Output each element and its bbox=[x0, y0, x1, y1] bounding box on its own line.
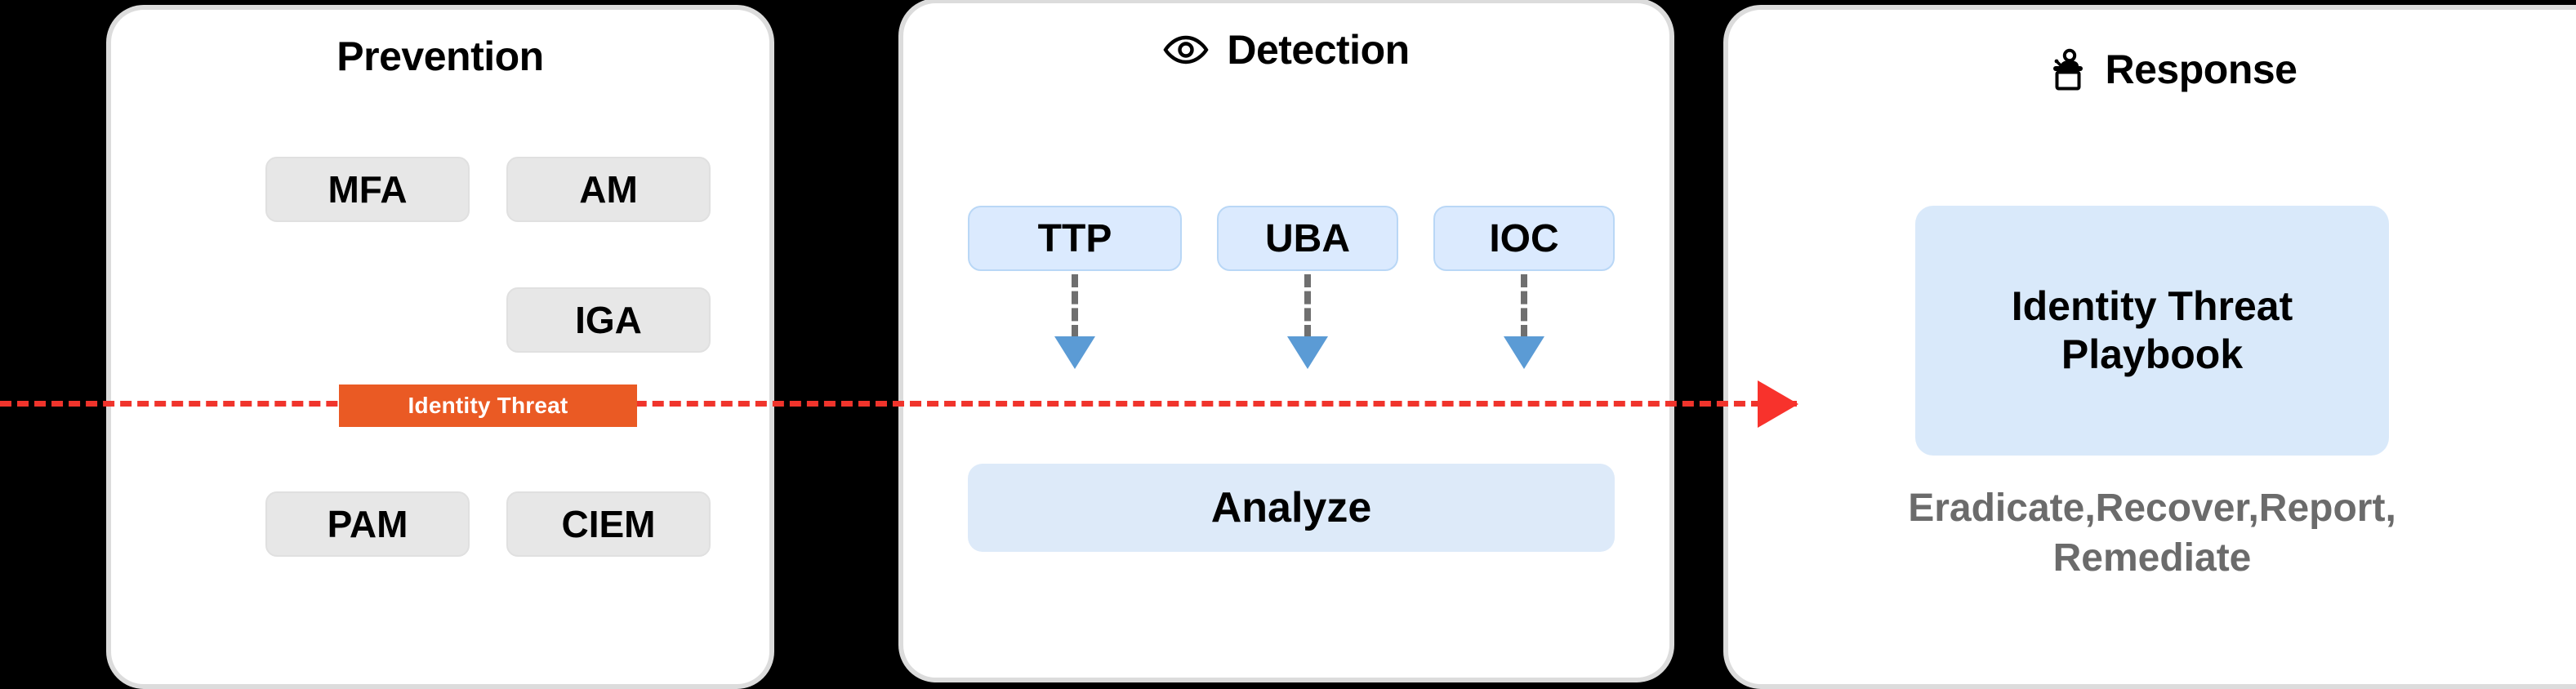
arrow-stem bbox=[1521, 274, 1527, 338]
panel-response-title-text: Response bbox=[2105, 47, 2297, 92]
chip-ciem[interactable]: CIEM bbox=[506, 491, 711, 557]
signal-box-ttp-label: TTP bbox=[1037, 216, 1112, 260]
panel-prevention-title-text: Prevention bbox=[336, 33, 544, 79]
arrow-stem bbox=[1304, 274, 1311, 338]
panel-detection-title: Detection bbox=[903, 26, 1669, 73]
eye-icon bbox=[1163, 33, 1209, 66]
chip-pam-label: PAM bbox=[327, 503, 408, 545]
arrow-stem bbox=[1072, 274, 1078, 338]
analyze-box-label: Analyze bbox=[1210, 484, 1372, 531]
signal-box-ttp[interactable]: TTP bbox=[968, 206, 1182, 271]
chip-iga[interactable]: IGA bbox=[506, 287, 711, 353]
signal-box-ioc[interactable]: IOC bbox=[1433, 206, 1615, 271]
playbook-line-1: Identity Threat bbox=[2011, 283, 2293, 329]
identity-threat-badge[interactable]: Identity Threat bbox=[339, 385, 637, 427]
identity-threat-playbook-label: Identity Threat Playbook bbox=[2012, 282, 2293, 379]
podium-icon bbox=[2048, 48, 2088, 91]
threat-flow-line bbox=[0, 401, 1797, 407]
panel-response-title: Response bbox=[1728, 46, 2576, 93]
response-actions-text: Eradicate,Recover,Report, Remediate bbox=[1908, 487, 2396, 580]
identity-threat-badge-label: Identity Threat bbox=[408, 393, 568, 418]
analyze-box[interactable]: Analyze bbox=[968, 464, 1615, 552]
chip-am[interactable]: AM bbox=[506, 157, 711, 222]
chip-iga-label: IGA bbox=[575, 299, 642, 341]
chip-mfa-label: MFA bbox=[328, 168, 408, 211]
signal-box-uba[interactable]: UBA bbox=[1217, 206, 1398, 271]
signal-box-uba-label: UBA bbox=[1265, 216, 1350, 260]
chip-am-label: AM bbox=[579, 168, 638, 211]
playbook-line-2: Playbook bbox=[2061, 331, 2244, 377]
identity-threat-playbook-box[interactable]: Identity Threat Playbook bbox=[1915, 206, 2389, 456]
panel-prevention-title: Prevention bbox=[111, 33, 769, 80]
panel-detection-title-text: Detection bbox=[1227, 27, 1410, 73]
signal-box-ioc-label: IOC bbox=[1489, 216, 1559, 260]
panel-detection: Detection bbox=[898, 0, 1674, 682]
threat-flow-arrowhead-icon bbox=[1758, 380, 1798, 428]
chip-ciem-label: CIEM bbox=[561, 503, 656, 545]
arrow-head bbox=[1287, 336, 1328, 369]
chip-pam[interactable]: PAM bbox=[265, 491, 470, 557]
arrow-head bbox=[1054, 336, 1095, 369]
arrow-head bbox=[1504, 336, 1544, 369]
chip-mfa[interactable]: MFA bbox=[265, 157, 470, 222]
